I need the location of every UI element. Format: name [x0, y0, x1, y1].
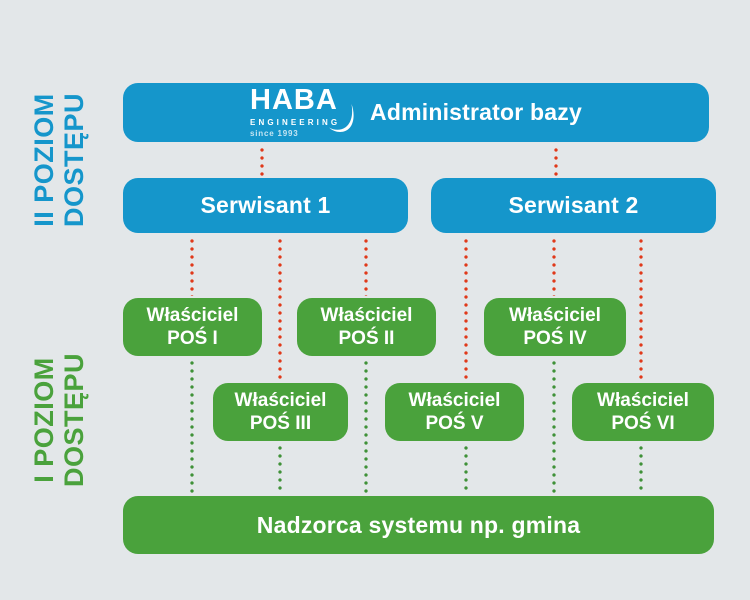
node-nadzorca: Nadzorca systemu np. gmina — [123, 496, 714, 554]
level-2-label-line1: II POZIOM — [29, 93, 59, 227]
haba-logo-since: since 1993 — [250, 128, 299, 138]
administrator-label: Administrator bazy — [370, 98, 582, 125]
connector-serwisant1-pos1 — [190, 237, 194, 296]
connector-serwisant2-pos5 — [464, 237, 468, 381]
connector-pos1-nadzorca — [190, 359, 194, 494]
connector-serwisant1-pos3 — [278, 237, 282, 381]
owner-pos-4-label: Właściciel POŚ IV — [509, 304, 601, 349]
connector-pos3-nadzorca — [278, 444, 282, 494]
administrator-content: HABA ENGINEERING since 1993 Administrato… — [250, 84, 582, 138]
connector-serwisant2-pos4 — [552, 237, 556, 296]
node-administrator: HABA ENGINEERING since 1993 Administrato… — [123, 83, 709, 142]
owner-pos-3-label: Właściciel POŚ III — [234, 389, 327, 434]
node-owner-pos-3: Właściciel POŚ III — [213, 383, 348, 441]
level-2-access-label: II POZIOM DOSTĘPU — [29, 60, 99, 260]
haba-logo-subtitle: ENGINEERING — [250, 117, 341, 127]
owner-pos-5-label: Właściciel POŚ V — [408, 389, 501, 434]
serwisant-1-label: Serwisant 1 — [200, 192, 331, 218]
owner-pos-2-label: Właściciel POŚ II — [320, 304, 413, 349]
level-2-label-line2: DOSTĘPU — [59, 92, 90, 228]
haba-swoosh-icon — [329, 104, 354, 133]
connector-serwisant2-pos6 — [639, 237, 643, 381]
connector-pos4-nadzorca — [552, 359, 556, 494]
node-owner-pos-2: Właściciel POŚ II — [297, 298, 436, 356]
node-owner-pos-1: Właściciel POŚ I — [123, 298, 262, 356]
connector-admin-serwisant2 — [554, 146, 558, 176]
connector-pos5-nadzorca — [464, 444, 468, 494]
connector-pos6-nadzorca — [639, 444, 643, 494]
node-owner-pos-5: Właściciel POŚ V — [385, 383, 524, 441]
haba-logo: HABA ENGINEERING since 1993 — [250, 84, 354, 138]
level-1-label-line1: I POZIOM — [29, 357, 59, 483]
nadzorca-label: Nadzorca systemu np. gmina — [256, 511, 581, 538]
node-owner-pos-4: Właściciel POŚ IV — [484, 298, 626, 356]
level-1-label-line2: DOSTĘPU — [59, 352, 90, 488]
serwisant-2-label: Serwisant 2 — [508, 192, 639, 218]
owner-pos-1-label: Właściciel POŚ I — [146, 304, 239, 349]
haba-logo-word: HABA — [250, 84, 338, 117]
node-owner-pos-6: Właściciel POŚ VI — [572, 383, 714, 441]
node-serwisant-1: Serwisant 1 — [123, 178, 408, 233]
level-1-access-label: I POZIOM DOSTĘPU — [29, 320, 99, 520]
connector-admin-serwisant1 — [260, 146, 264, 176]
node-serwisant-2: Serwisant 2 — [431, 178, 716, 233]
owner-pos-6-label: Właściciel POŚ VI — [597, 389, 689, 434]
connector-serwisant1-pos2 — [364, 237, 368, 296]
connector-pos2-nadzorca — [364, 359, 368, 494]
